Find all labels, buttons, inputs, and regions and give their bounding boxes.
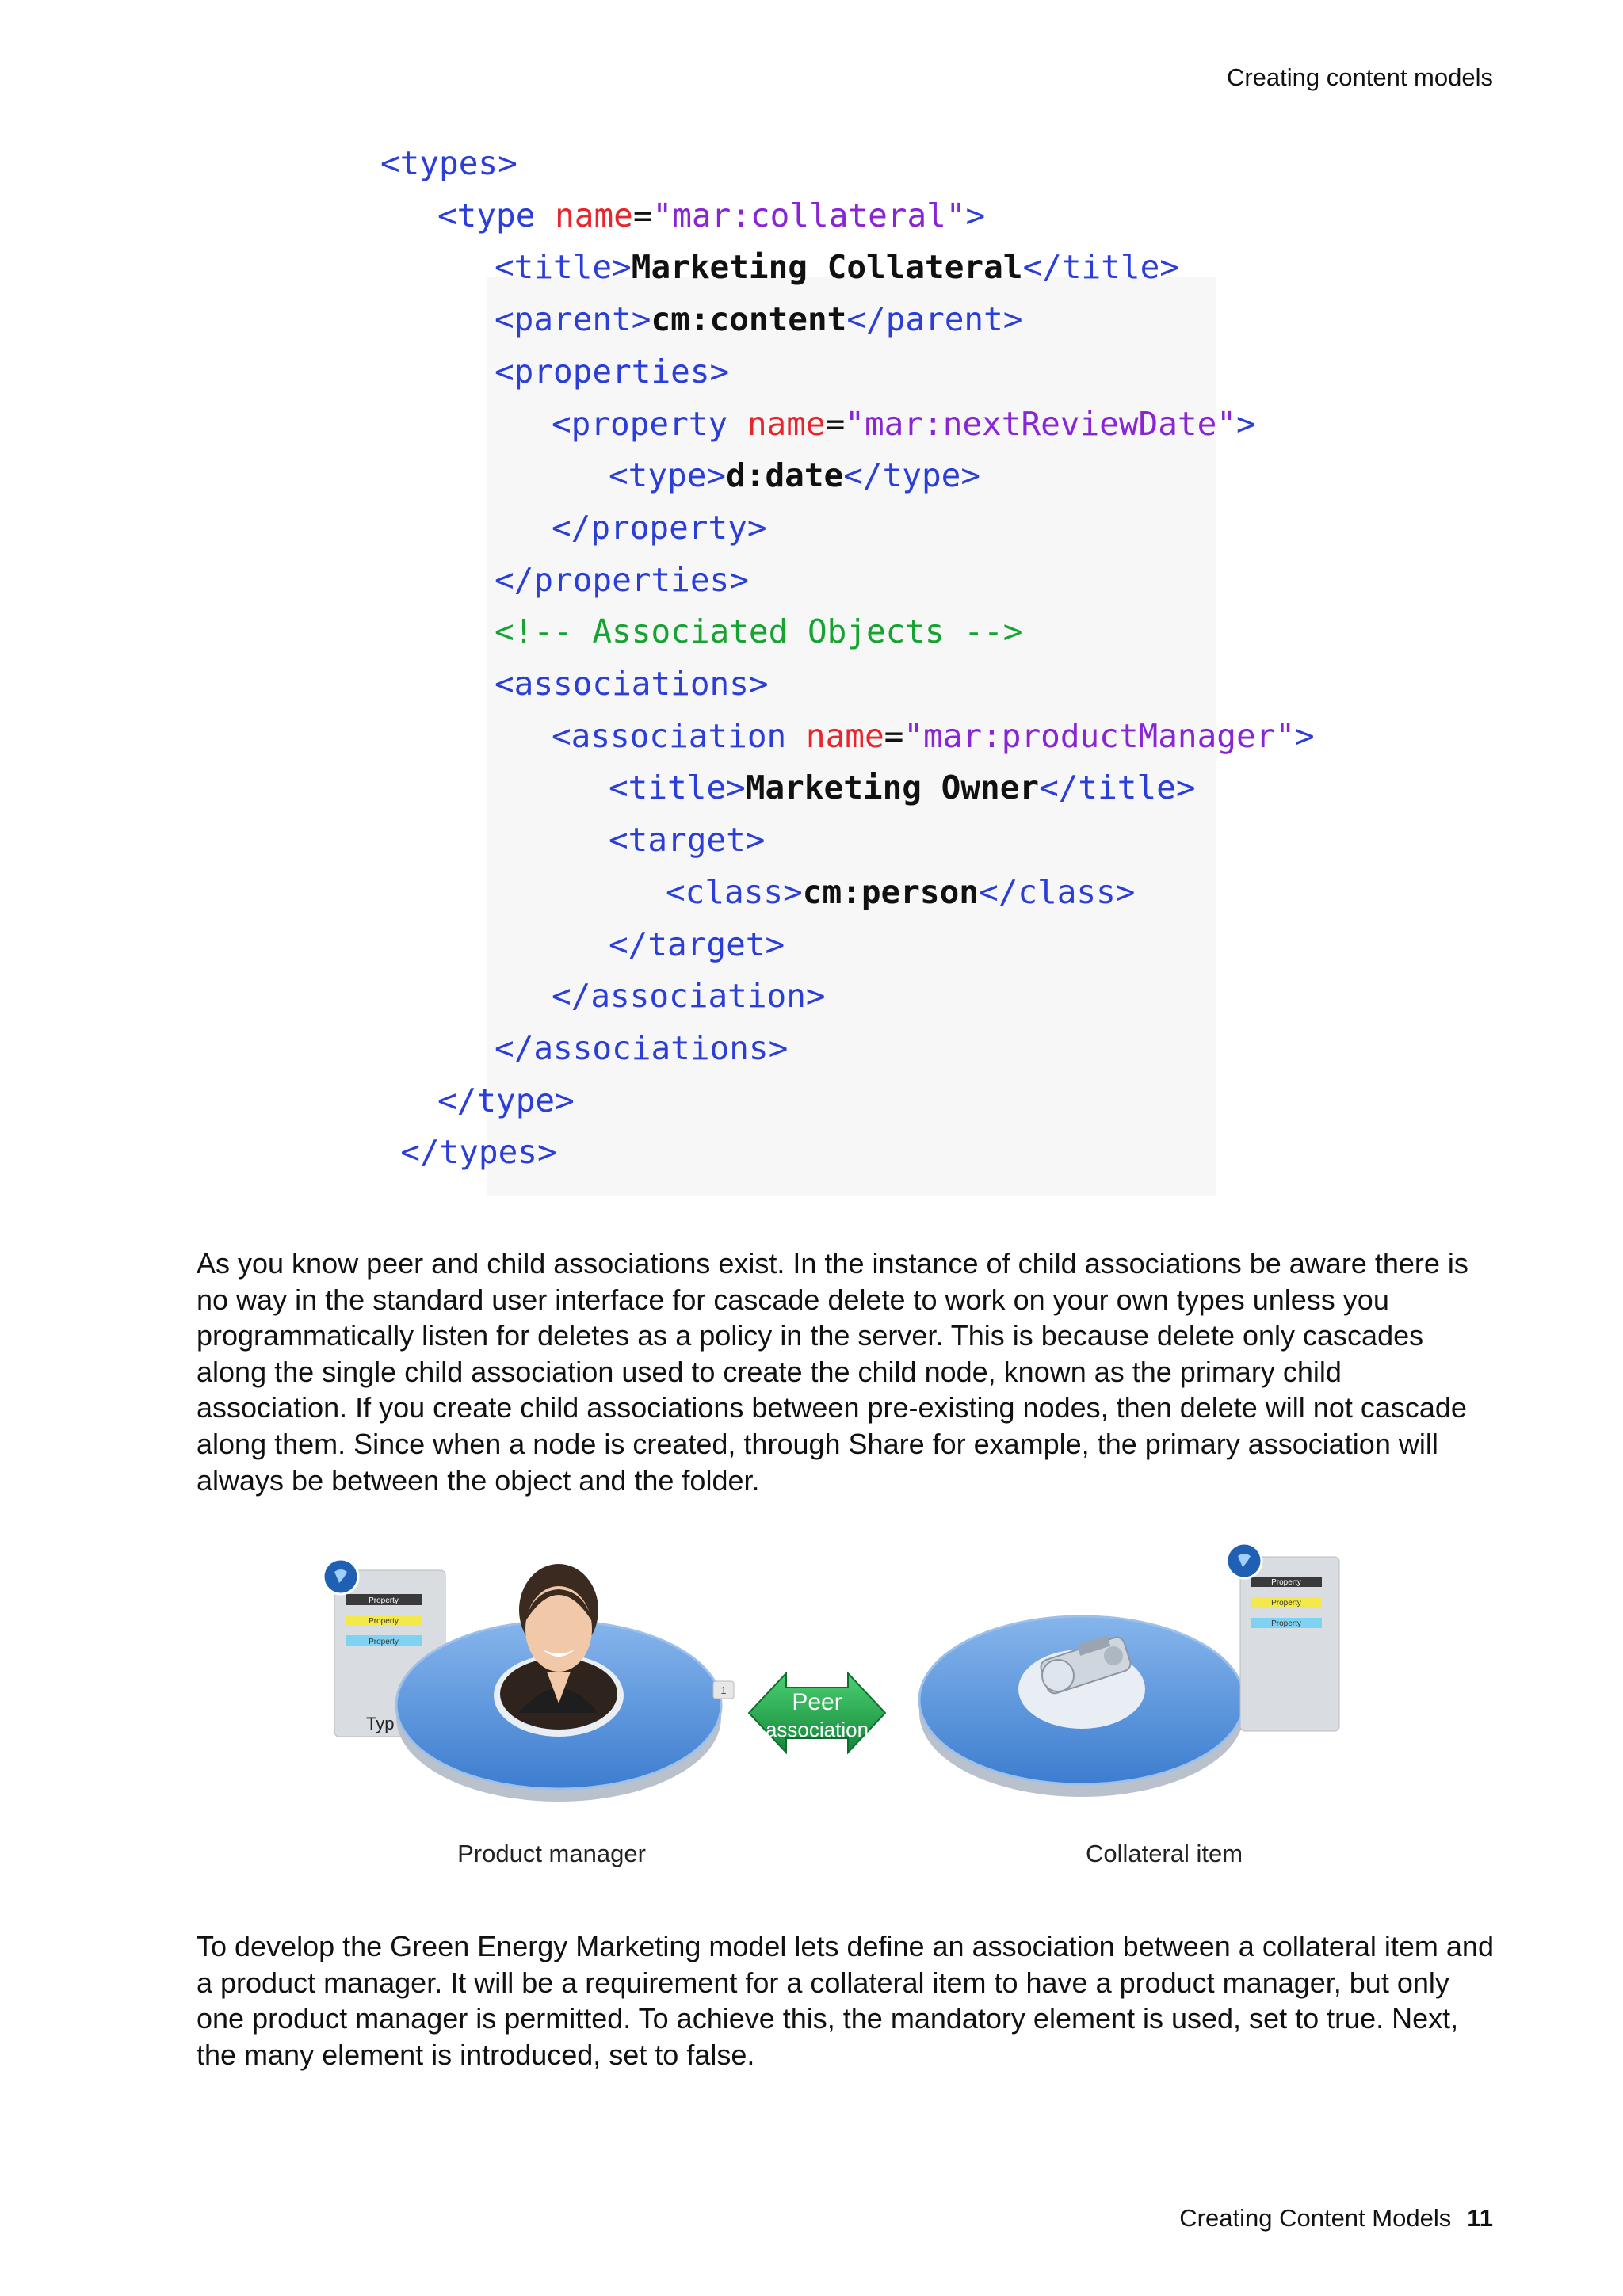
code-token-tag: <parent>	[495, 300, 651, 339]
card-row	[1251, 1577, 1322, 1587]
card-row	[1251, 1618, 1322, 1628]
code-token-tag: </type>	[437, 1081, 575, 1119]
right-disk	[918, 1615, 1246, 1797]
code-line: <parent>cm:content</parent>	[495, 303, 1023, 336]
code-line: </association>	[552, 980, 826, 1013]
code-line: </target>	[609, 928, 785, 961]
code-token-tag: </target>	[609, 925, 785, 963]
person-avatar	[519, 1564, 598, 1713]
code-line: <property name="mar:nextReviewDate">	[552, 404, 1256, 443]
code-token-tag: </type>	[843, 456, 981, 495]
code-token-tag: </title>	[1039, 769, 1196, 807]
body-paragraph-1: As you know peer and child associations …	[197, 1247, 1468, 1497]
code-line: <type>d:date</type>	[609, 460, 980, 492]
code-token-tag: <type	[437, 196, 556, 235]
left-disk	[395, 1619, 723, 1802]
code-token-tag: <associations>	[495, 665, 769, 703]
left-label: Product manager	[457, 1840, 646, 1867]
arrow-label-line-2: association	[766, 1718, 869, 1741]
code-token-tag: <properties>	[495, 352, 730, 391]
code-line: <title>Marketing Owner</title>	[609, 772, 1196, 804]
code-token-tag: </property>	[552, 508, 767, 547]
code-token-tag: >	[1235, 404, 1256, 443]
code-token-val: "mar:productManager"	[903, 716, 1296, 755]
code-line: <type name="mar:collateral">	[437, 199, 985, 232]
code-line: <!-- Associated Objects -->	[495, 616, 1022, 648]
code-line: </properties>	[495, 560, 749, 599]
page-footer: Creating Content Models 11	[1179, 2204, 1493, 2233]
code-token-comment: <!-- Associated Objects -->	[495, 612, 1023, 651]
card-row	[346, 1615, 422, 1626]
code-token-tag: <type>	[609, 456, 727, 495]
card-row-label: Property	[369, 1617, 399, 1626]
peer-association-arrow: Peer association	[747, 1671, 887, 1755]
right-label: Collateral item	[1086, 1840, 1243, 1867]
globe-icon-detail	[334, 1569, 347, 1583]
code-token-attr: name	[555, 196, 633, 235]
code-line: <properties>	[495, 352, 730, 391]
code-token-text: d:date	[726, 456, 844, 495]
code-token-tag: </associations>	[495, 1028, 789, 1067]
code-token-tag: <association	[552, 716, 806, 755]
code-line: </types>	[400, 1136, 556, 1169]
code-token-tag: </parent>	[846, 300, 1023, 339]
card-row	[346, 1635, 422, 1646]
footer-title: Creating Content Models	[1179, 2204, 1452, 2232]
code-line: <associations>	[495, 668, 769, 700]
code-token-val: "mar:collateral"	[652, 196, 966, 235]
card-row-label: Property	[1271, 1599, 1301, 1608]
code-token-tag: </association>	[552, 977, 826, 1016]
body-paragraph-2: To develop the Green Energy Marketing mo…	[197, 1930, 1494, 2071]
code-token-text: Marketing Owner	[745, 769, 1040, 807]
code-token-tag: <types>	[380, 144, 517, 182]
code-token-text: Marketing Collateral	[631, 248, 1023, 287]
code-token-tag: >	[1295, 716, 1315, 755]
page-number: 11	[1467, 2204, 1493, 2232]
code-token-tag: <title>	[495, 248, 632, 287]
peer-association-diagram: Property Property Property Typ 1 Peer as…	[322, 1542, 1340, 1867]
right-type-card: Property Property Property	[1225, 1542, 1340, 1732]
code-line: <class>cm:person</class>	[666, 872, 1136, 911]
code-line: <title>Marketing Collateral</title>	[495, 251, 1179, 284]
code-listing-image: <types><type name="mar:collateral"><titl…	[372, 135, 1323, 1196]
card-row-label: Property	[1271, 1619, 1301, 1628]
code-line: <types>	[380, 147, 517, 180]
code-token-eq: =	[825, 404, 846, 443]
machine-part-icon	[1040, 1635, 1132, 1695]
code-token-text: cm:content	[651, 300, 847, 339]
code-token-eq: =	[884, 716, 904, 755]
code-token-tag: >	[965, 196, 986, 235]
code-line: </type>	[437, 1084, 575, 1117]
badge-label: 1	[720, 1684, 726, 1696]
code-token-tag: </class>	[978, 872, 1136, 911]
code-token-tag: <property	[552, 404, 747, 443]
code-background	[487, 277, 1216, 1196]
code-token-attr: name	[805, 716, 884, 755]
code-token-text: cm:person	[802, 872, 979, 911]
globe-icon-detail	[1238, 1554, 1251, 1567]
code-token-val: "mar:nextReviewDate"	[845, 404, 1236, 443]
card-row	[1251, 1597, 1322, 1608]
running-header: Creating content models	[1226, 63, 1493, 91]
code-line: </associations>	[495, 1032, 788, 1065]
card-caption: Typ	[366, 1714, 394, 1733]
code-token-tag: <title>	[609, 769, 746, 807]
code-token-eq: =	[632, 196, 653, 235]
code-token-tag: </properties>	[495, 560, 749, 599]
code-token-tag: </types>	[400, 1133, 557, 1172]
code-token-tag: <target>	[609, 821, 766, 860]
card-row-label: Property	[1271, 1578, 1301, 1587]
code-token-attr: name	[747, 404, 826, 443]
arrow-label-line-1: Peer	[792, 1689, 842, 1715]
card-row-label: Property	[369, 1596, 399, 1605]
code-line: </property>	[552, 508, 767, 547]
code-line: <target>	[609, 824, 765, 856]
code-line: <association name="mar:productManager">	[552, 716, 1315, 755]
code-token-tag: <class>	[666, 872, 803, 911]
code-token-tag: </title>	[1022, 248, 1179, 287]
card-row	[346, 1594, 422, 1605]
card-row-label: Property	[369, 1638, 399, 1646]
badge	[712, 1680, 735, 1699]
